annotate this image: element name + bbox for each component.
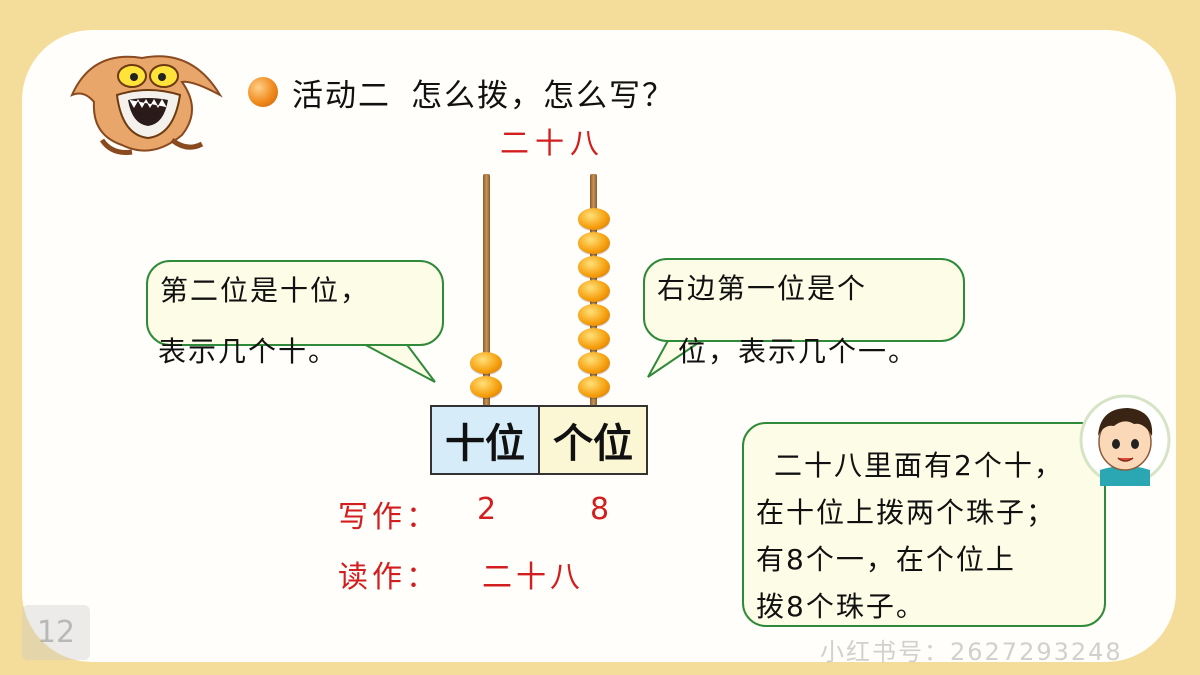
read-label: 读作：	[338, 560, 440, 595]
activity-question: 怎么拨，怎么写？	[411, 77, 675, 114]
right-speech-bubble: 右边第一位是个	[643, 258, 965, 342]
activity-number: 活动二	[292, 77, 391, 114]
child-speech-bubble: 二十八里面有2个十， 在十位上拨两个珠子； 有8个一，在个位上 拨8个珠子。	[742, 422, 1106, 627]
write-tens-digit: 2	[477, 492, 501, 527]
ones-bead	[578, 256, 610, 278]
write-ones-digit: 8	[590, 492, 614, 527]
read-value: 二十八	[482, 560, 584, 595]
watermark-text: 小红书号：2627293248	[820, 638, 1123, 666]
tens-place-box: 十位	[430, 405, 540, 475]
ones-bead	[578, 232, 610, 254]
orange-dot-icon	[248, 77, 278, 107]
tens-rod	[483, 174, 490, 406]
abacus-number-label: 二十八	[500, 126, 606, 160]
monster-mascot-icon	[70, 55, 223, 155]
ones-bead	[578, 208, 610, 230]
child-bubble-line2: 在十位上拨两个珠子；	[756, 496, 1057, 529]
left-bubble-line1: 第二位是十位，	[160, 274, 371, 307]
child-bubble-line3: 有8个一，在个位上	[756, 543, 1016, 576]
child-avatar-icon	[1079, 394, 1171, 486]
ones-bead	[578, 328, 610, 350]
ones-bead	[578, 352, 610, 374]
left-speech-bubble: 第二位是十位，	[146, 260, 444, 346]
right-bubble-line2: 位，表示几个一。	[678, 335, 919, 368]
page-number-badge: 12	[22, 605, 90, 660]
right-bubble-line1: 右边第一位是个	[657, 272, 868, 305]
left-bubble-tail	[358, 340, 436, 383]
left-bubble-line2: 表示几个十。	[158, 335, 339, 368]
ones-place-box: 个位	[538, 405, 648, 475]
child-bubble-line1: 二十八里面有2个十，	[774, 449, 1064, 482]
ones-bead	[578, 304, 610, 326]
ones-bead	[578, 376, 610, 398]
ones-bead	[578, 280, 610, 302]
tens-bead	[470, 376, 502, 398]
child-bubble-line4: 拨8个珠子。	[756, 590, 926, 623]
write-label: 写作：	[338, 500, 440, 535]
activity-heading: 活动二 怎么拨，怎么写？	[248, 70, 675, 114]
tens-bead	[470, 352, 502, 374]
